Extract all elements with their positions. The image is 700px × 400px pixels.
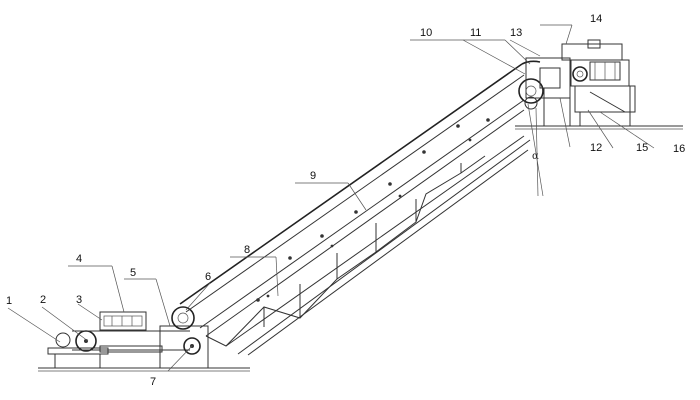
callout-15: 15: [636, 142, 648, 154]
callout-9: 9: [310, 170, 316, 182]
callout-11: 11: [470, 27, 481, 39]
angle-indicator: α: [527, 103, 544, 197]
drive-pulley: [183, 337, 201, 355]
callout-14: 14: [590, 13, 602, 25]
callout-5: 5: [130, 267, 136, 279]
angle-symbol: α: [532, 151, 539, 162]
ground-lines: [38, 125, 683, 372]
callout-12: 12: [590, 142, 602, 154]
head-section: [518, 39, 636, 126]
callout-3: 3: [76, 294, 82, 306]
callouts: 1 2 3 4 5 6 7 8 9 10 11 13 14 12 15 16: [6, 13, 685, 388]
bend-pulley: [171, 306, 195, 330]
callout-16: 16: [673, 143, 685, 155]
tail-pulley-small: [55, 332, 71, 348]
callout-6: 6: [205, 271, 211, 283]
loading-hopper: [99, 311, 147, 331]
callout-4: 4: [76, 253, 82, 265]
callout-1: 1: [6, 295, 12, 307]
head-pulley-outer: [518, 78, 544, 104]
callout-13: 13: [510, 27, 522, 39]
drive-frame: [159, 325, 209, 369]
inclined-section: [179, 63, 531, 356]
callout-2: 2: [40, 294, 46, 306]
callout-10: 10: [420, 27, 432, 39]
snub-pulley: [524, 96, 538, 110]
tail-section: [47, 306, 209, 369]
callout-7: 7: [150, 376, 156, 388]
callout-8: 8: [244, 244, 250, 256]
leader-lines: [7, 24, 655, 372]
